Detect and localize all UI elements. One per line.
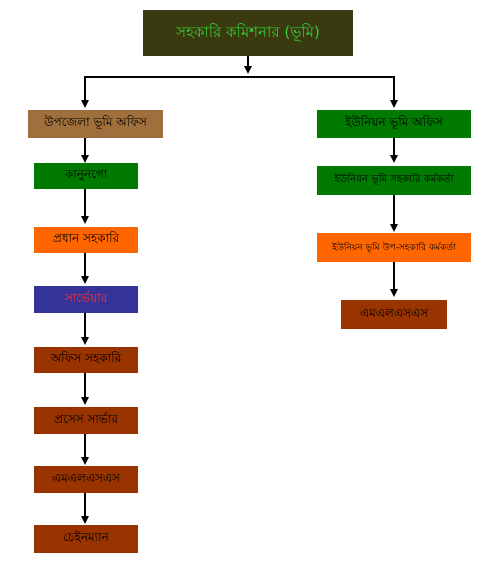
left-node-label: কানুনগো [64, 167, 108, 181]
left-node-upazila-office: উপজেলা ভূমি অফিস [28, 110, 163, 138]
right-node-union-sub-assistant-officer: ইউনিয়ন ভূমি উপ-সহকারি কর্মকর্তা [317, 233, 471, 262]
arrow-left-5 [81, 397, 89, 405]
connector-left-2 [84, 189, 86, 216]
connector-left-6 [84, 434, 86, 457]
left-node-label: সার্ভেয়ার [64, 290, 108, 305]
right-node-label: ইউনিয়ন ভূমি অফিস [345, 115, 443, 129]
right-node-label: ইউনিয়ন ভূমি সহকারি কর্মকর্তা [334, 174, 454, 185]
left-node-label: এমএলএসএস [52, 470, 120, 485]
left-node-label: প্রসেস সার্ভার [54, 411, 118, 426]
top-node-label: সহকারি কমিশনার (ভূমি) [176, 22, 320, 41]
arrow-left-6 [81, 457, 89, 465]
left-node-process-server: প্রসেস সার্ভার [34, 407, 138, 434]
left-node-label: প্রধান সহকারি [52, 231, 120, 245]
connector-left-1 [84, 138, 86, 155]
connector-left-5 [84, 373, 86, 397]
connector-left-3 [84, 253, 86, 276]
connector-top-stem [247, 56, 249, 67]
left-node-kanungo: কানুনগো [34, 163, 138, 189]
left-node-label: উপজেলা ভূমি অফিস [44, 115, 147, 129]
connector-horizontal [84, 76, 395, 78]
left-node-office-assistant: অফিস সহকারি [34, 347, 138, 373]
connector-left-4 [84, 313, 86, 337]
arrow-right-2 [390, 224, 398, 232]
left-node-head-assistant: প্রধান সহকারি [34, 227, 138, 253]
left-node-mlss: এমএলএসএস [34, 466, 138, 493]
right-node-union-office: ইউনিয়ন ভূমি অফিস [317, 110, 471, 138]
right-node-mlss: এমএলএসএস [341, 300, 447, 329]
top-node: সহকারি কমিশনার (ভূমি) [143, 10, 353, 56]
arrow-right-3 [390, 289, 398, 297]
right-node-union-assistant-officer: ইউনিয়ন ভূমি সহকারি কর্মকর্তা [317, 166, 471, 195]
connector-right-1 [393, 138, 395, 155]
arrow-left-3 [81, 276, 89, 284]
arrow-right-drop [390, 100, 398, 108]
arrow-top-stem [244, 66, 252, 74]
arrow-left-7 [81, 516, 89, 524]
left-node-chainman: চেইনম্যান [34, 525, 138, 553]
connector-right-drop [393, 76, 395, 100]
left-node-label: অফিস সহকারি [50, 351, 122, 365]
arrow-right-1 [390, 155, 398, 163]
left-node-label: চেইনম্যান [63, 530, 109, 544]
left-node-surveyor: সার্ভেয়ার [34, 286, 138, 313]
connector-right-3 [393, 262, 395, 289]
arrow-left-2 [81, 216, 89, 224]
connector-left-7 [84, 493, 86, 516]
arrow-left-1 [81, 155, 89, 163]
arrow-left-4 [81, 337, 89, 345]
arrow-left-drop [81, 100, 89, 108]
right-node-label: এমএলএসএস [360, 305, 428, 320]
right-node-label: ইউনিয়ন ভূমি উপ-সহকারি কর্মকর্তা [332, 243, 456, 253]
connector-right-2 [393, 195, 395, 224]
connector-left-drop [84, 76, 86, 100]
